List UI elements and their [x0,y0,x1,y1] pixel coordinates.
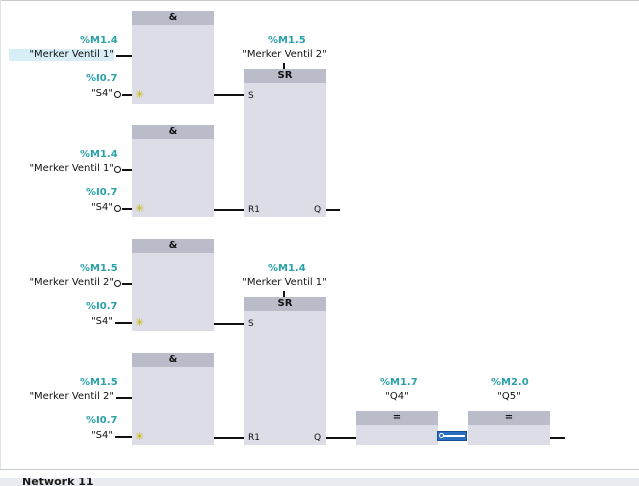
rising-edge-icon: ✳ [135,430,145,443]
and-block-title: & [132,239,214,253]
sr-pin-q: Q [314,205,322,215]
negation-circle-icon [114,205,121,212]
output-wire [326,209,340,211]
sr-pin-s: S [248,91,254,101]
output-wire [326,437,356,439]
sr-operand-wire [283,63,285,69]
connection-wire [214,209,244,211]
empty-box-icon[interactable] [437,431,467,441]
operand-address[interactable]: %I0.7 [86,415,118,426]
operand-symbol[interactable]: "S4" [91,430,113,441]
and-block-1[interactable]: & [132,11,214,104]
sr-symbol[interactable]: "Merker Ventil 2" [242,49,327,60]
assign-block-2[interactable]: = [468,411,550,445]
and-block-title: & [132,353,214,367]
operand-symbol[interactable]: "Merker Ventil 2" [29,277,114,288]
connection-wire [214,323,244,325]
operand-address[interactable]: %I0.7 [86,73,118,84]
network-title: Network 11 [22,478,94,486]
input-wire [116,55,132,57]
input-wire [122,208,132,210]
and-block-3[interactable]: & [132,239,214,331]
operand-symbol[interactable]: "Merker Ventil 1" [29,163,114,174]
and-block-title: & [132,125,214,139]
operand-address[interactable]: %M1.5 [80,377,118,388]
input-wire [115,436,132,438]
connection-wire [214,94,244,96]
and-block-2[interactable]: & [132,125,214,217]
sr-pin-q: Q [314,433,322,443]
sr-address[interactable]: %M1.4 [268,263,306,274]
sr-symbol[interactable]: "Merker Ventil 1" [242,277,327,288]
rising-edge-icon: ✳ [135,202,145,215]
input-wire [122,169,132,171]
sr-block-2[interactable]: SR S R1 Q [244,297,326,445]
operand-symbol[interactable]: "S4" [91,202,113,213]
network-header[interactable]: Network 11 [0,478,639,486]
assign-address[interactable]: %M2.0 [491,377,529,388]
negation-circle-icon [114,166,121,173]
operand-address[interactable]: %M1.4 [80,35,118,46]
assign-symbol[interactable]: "Q4" [385,391,409,402]
sr-operand-wire [283,291,285,297]
output-wire [550,437,565,439]
operand-symbol[interactable]: "S4" [91,316,113,327]
operand-address[interactable]: %M1.5 [80,263,118,274]
and-block-title: & [132,11,214,25]
and-block-4[interactable]: & [132,353,214,445]
operand-symbol[interactable]: "Merker Ventil 2" [29,391,114,402]
input-wire [116,397,132,399]
sr-pin-s: S [248,319,254,329]
connection-wire [214,437,244,439]
assign-block-1[interactable]: = [356,411,438,445]
operand-address[interactable]: %I0.7 [86,187,118,198]
assign-block-title: = [356,411,438,425]
input-wire [122,94,132,96]
operand-address[interactable]: %M1.4 [80,149,118,160]
network-divider [0,469,639,470]
rising-edge-icon: ✳ [135,88,145,101]
sr-block-title: SR [244,69,326,83]
operand-symbol[interactable]: "S4" [91,88,113,99]
sr-address[interactable]: %M1.5 [268,35,306,46]
negation-circle-icon [114,91,121,98]
assign-symbol[interactable]: "Q5" [497,391,521,402]
assign-block-title: = [468,411,550,425]
sr-pin-r1: R1 [248,205,260,215]
rising-edge-icon: ✳ [135,316,145,329]
sr-block-title: SR [244,297,326,311]
editor-left-border [0,0,1,470]
input-wire [115,322,132,324]
input-wire [122,283,132,285]
negation-circle-icon [114,280,121,287]
assign-address[interactable]: %M1.7 [380,377,418,388]
operand-address[interactable]: %I0.7 [86,301,118,312]
operand-symbol-selected[interactable]: "Merker Ventil 1" [9,49,114,61]
sr-pin-r1: R1 [248,433,260,443]
editor-top-border [0,0,639,1]
sr-block-1[interactable]: SR S R1 Q [244,69,326,217]
